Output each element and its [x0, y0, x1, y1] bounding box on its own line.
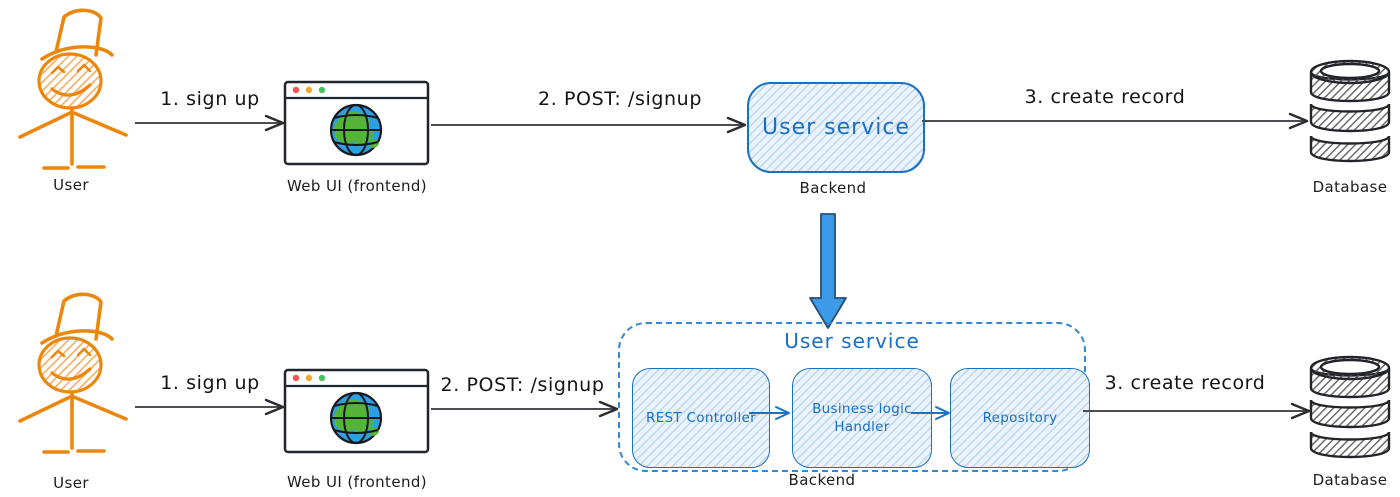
web-ui-icon	[283, 368, 430, 454]
user-label: User	[53, 474, 89, 492]
step2-label: 2. POST: /signup	[440, 374, 605, 396]
repository-label: Repository	[982, 409, 1058, 426]
database-icon	[1309, 59, 1391, 163]
step1-label: 1. sign up	[160, 88, 260, 110]
webui-label: Web UI (frontend)	[286, 177, 428, 195]
browser-dot-yellow	[305, 86, 313, 94]
step2-label: 2. POST: /signup	[538, 88, 702, 110]
browser-dot-green	[318, 86, 326, 94]
step3-label: 3. create record	[1024, 86, 1186, 108]
database-label: Database	[1312, 178, 1388, 196]
arrow-create-record	[922, 112, 1309, 130]
browser-dot-red	[292, 86, 300, 94]
backend-label: Backend	[788, 471, 856, 489]
business-logic-handler-label: Business logic Handler	[812, 400, 912, 435]
web-ui-icon	[283, 80, 430, 166]
user-service-container: User service	[618, 322, 1086, 472]
globe-icon	[329, 391, 383, 445]
webui-label: Web UI (frontend)	[286, 473, 428, 491]
user-icon	[18, 8, 128, 170]
user-label: User	[53, 176, 89, 194]
user-service-box: User service	[747, 82, 925, 173]
step1-label: 1. sign up	[160, 372, 260, 394]
arrow-controller-to-logic	[749, 406, 790, 420]
business-logic-handler-box: Business logic Handler	[792, 368, 932, 468]
user-service-title: User service	[784, 329, 920, 353]
arrow-sign-up	[135, 398, 285, 416]
rest-controller-label: REST Controller	[646, 409, 756, 426]
arrow-post-signup	[431, 400, 619, 418]
globe-icon	[329, 103, 383, 157]
arrow-sign-up	[135, 114, 285, 132]
rest-controller-box: REST Controller	[632, 368, 770, 468]
browser-dot-green	[318, 374, 326, 382]
browser-dot-yellow	[305, 374, 313, 382]
browser-dot-red	[292, 374, 300, 382]
database-icon	[1309, 355, 1391, 459]
expand-arrow-icon	[809, 213, 847, 329]
step3-label: 3. create record	[1104, 372, 1266, 394]
user-icon	[18, 292, 128, 454]
database-label: Database	[1312, 471, 1388, 489]
arrow-post-signup	[431, 116, 747, 134]
arrow-logic-to-repository	[911, 406, 950, 420]
backend-label: Backend	[799, 179, 867, 197]
user-service-box-label: User service	[762, 115, 910, 140]
arrow-create-record	[1083, 402, 1311, 420]
repository-box: Repository	[950, 368, 1090, 468]
